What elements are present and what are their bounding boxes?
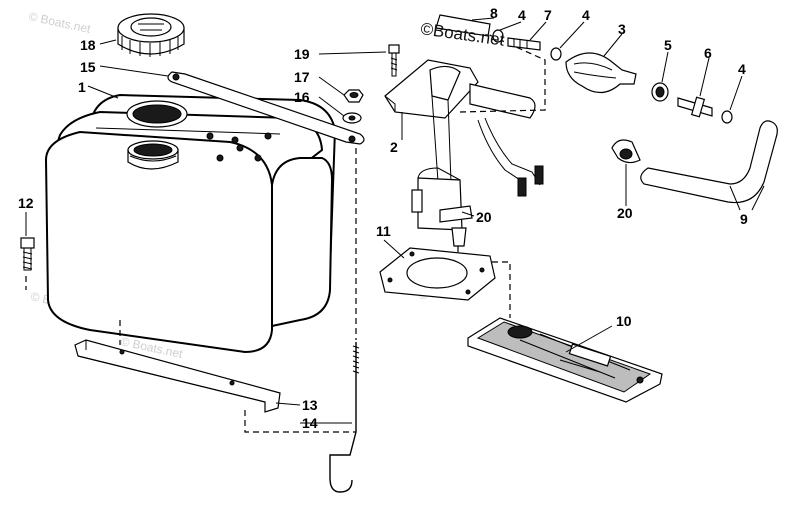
screw <box>388 44 400 77</box>
callout-4: 4 <box>518 7 526 23</box>
mounting-bracket <box>74 339 281 413</box>
leader-line <box>459 23 546 113</box>
hose-clamp-5 <box>651 82 669 102</box>
callout-11: 11 <box>376 223 391 239</box>
primer-bulb <box>565 52 637 94</box>
pickup-assembly <box>384 59 544 247</box>
callout-9: 9 <box>740 211 748 227</box>
callout-10: 10 <box>616 313 632 329</box>
sender-plate <box>467 317 663 403</box>
callout-2: 2 <box>390 139 398 155</box>
callout-4: 4 <box>738 61 746 77</box>
leader-lines <box>25 17 765 424</box>
connector-6 <box>677 96 713 118</box>
watermark-faint: © Boats.net <box>27 9 92 36</box>
callout-4: 4 <box>582 7 590 23</box>
callout-15: 15 <box>80 59 96 75</box>
callout-6: 6 <box>704 45 712 61</box>
fitting-7 <box>507 37 541 51</box>
gasket <box>379 247 496 301</box>
callout-8: 8 <box>490 5 498 21</box>
nut <box>343 89 364 103</box>
hose-clamp-4 <box>721 110 733 124</box>
hose-clamp-4 <box>492 29 504 43</box>
hose-clamp-4 <box>550 47 562 61</box>
hold-down-rod <box>329 342 360 493</box>
callout-5: 5 <box>664 37 672 53</box>
callout-20a: 20 <box>476 209 492 225</box>
callout-7: 7 <box>544 7 552 23</box>
callout-17: 17 <box>294 69 310 85</box>
leader-line <box>244 410 356 433</box>
callout-13: 13 <box>302 397 318 413</box>
callout-20b: 20 <box>617 205 633 221</box>
callout-1: 1 <box>78 79 86 95</box>
callout-14: 14 <box>302 415 318 431</box>
hose-barb-8 <box>435 14 491 37</box>
callout-12: 12 <box>18 195 34 211</box>
washer <box>342 112 362 124</box>
callout-3: 3 <box>618 21 626 37</box>
filler-cap <box>117 13 185 57</box>
fuel-hose <box>640 120 778 204</box>
hold-down-strap <box>167 71 365 145</box>
clamp-20 <box>611 139 641 164</box>
callout-18: 18 <box>80 37 96 53</box>
bolt <box>20 237 35 271</box>
callout-16: 16 <box>294 89 310 105</box>
fuel-tank <box>44 93 337 354</box>
callout-19: 19 <box>294 46 310 62</box>
